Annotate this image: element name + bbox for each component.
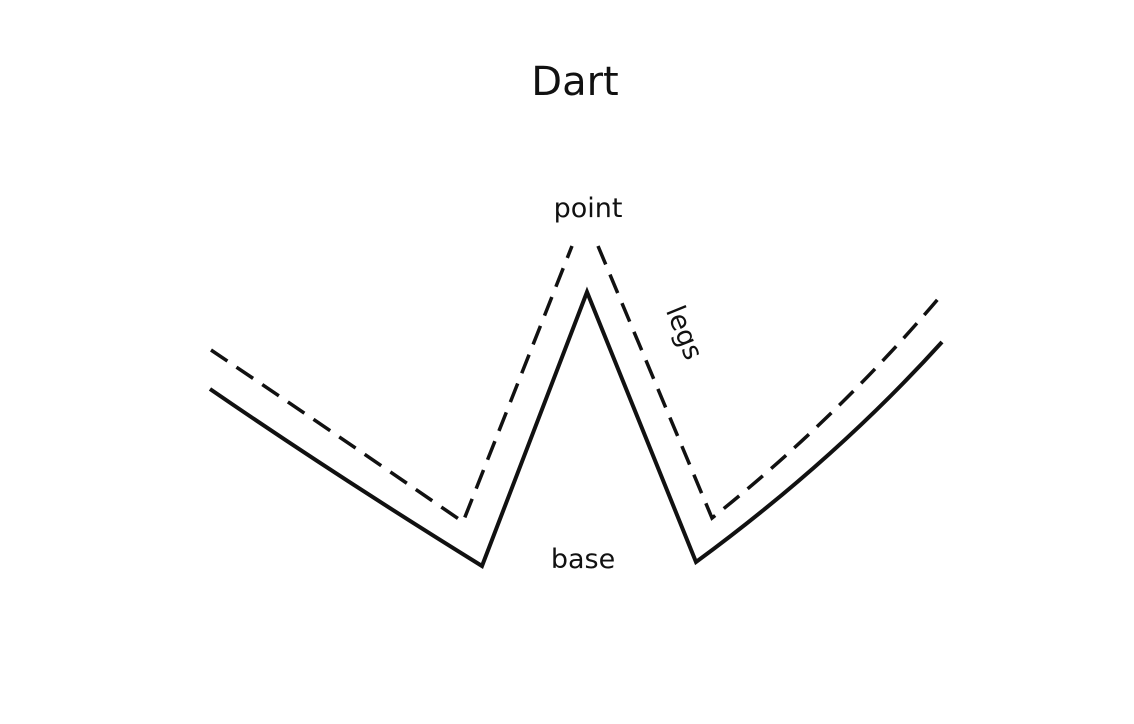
base-label: base — [551, 544, 615, 575]
legs-label: legs — [659, 301, 708, 364]
point-label: point — [554, 193, 623, 224]
diagram-title: Dart — [531, 59, 618, 105]
dart-dashed-line — [210, 245, 940, 525]
dart-seam-line — [208, 286, 944, 569]
